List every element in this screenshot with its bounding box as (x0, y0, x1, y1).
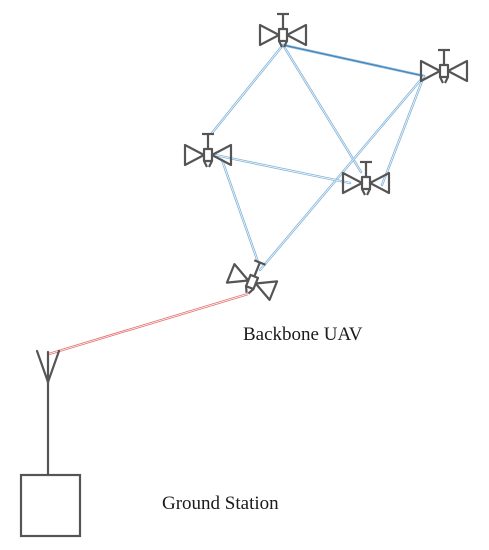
uav-icon-midright (341, 160, 391, 197)
ground-station-box (19, 473, 82, 538)
uav-icon-right (419, 48, 469, 85)
uav-icon-top (258, 12, 308, 49)
mesh-links (210, 43, 426, 272)
uav-icon-left (183, 132, 233, 169)
link-left-to-backbone (220, 158, 260, 264)
link-top-to-midright (281, 43, 363, 174)
link-left-to-midright (213, 153, 352, 185)
link-top-to-left (210, 43, 285, 135)
backbone-uav-label: Backbone UAV (243, 324, 363, 345)
antenna-icon (35, 349, 61, 477)
backhaul-link (48, 292, 249, 356)
uav-icon-backbone (225, 252, 283, 303)
link-right-to-midright (380, 74, 426, 187)
ground-station-label: Ground Station (162, 493, 279, 514)
link-top-to-right (281, 43, 426, 78)
